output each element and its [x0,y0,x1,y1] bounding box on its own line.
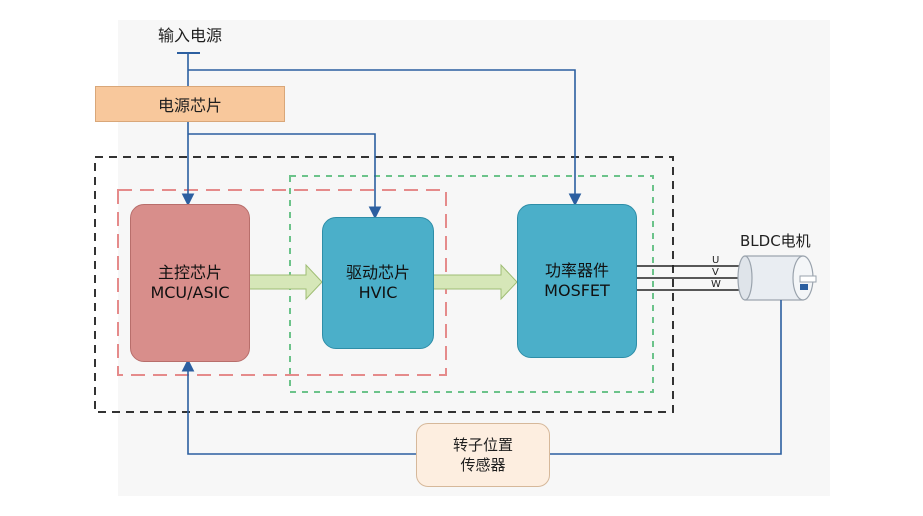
motor-label: BLDC电机 [740,232,811,250]
input-power-label: 输入电源 [158,26,223,45]
mcu-block: 主控芯片 MCU/ASIC [130,204,250,362]
mcu-label-en: MCU/ASIC [150,283,230,302]
sensor-label-line1: 转子位置 [452,436,513,454]
phase-label-v: V [712,267,719,278]
wire-chip-to-hvic [188,133,382,220]
controller-boundary [94,156,674,413]
rotor-sensor-block: 转子位置 传感器 [416,423,550,487]
mosfet-block: 功率器件 MOSFET [517,204,637,358]
mosfet-label-cn: 功率器件 [544,261,609,280]
arrow-hvic-to-mosfet [432,263,518,301]
wire-motor-to-sensor [549,300,782,455]
hvic-label-cn: 驱动芯片 [345,263,410,282]
power-chip-block: 电源芯片 [95,86,285,122]
hvic-block: 驱动芯片 HVIC [322,217,434,349]
phase-label-w: W [711,279,721,290]
wire-sensor-to-mcu [181,358,416,455]
power-chip-label: 电源芯片 [157,96,222,115]
mcu-label-cn: 主控芯片 [157,263,222,282]
arrow-mcu-to-hvic [248,263,323,301]
sensor-label-line2: 传感器 [460,456,506,474]
bldc-motor-icon [737,255,817,301]
hvic-label-en: HVIC [358,283,398,302]
mosfet-label-en: MOSFET [544,281,610,300]
phase-label-u: U [712,255,720,266]
wire-input-to-mosfet [188,69,582,207]
